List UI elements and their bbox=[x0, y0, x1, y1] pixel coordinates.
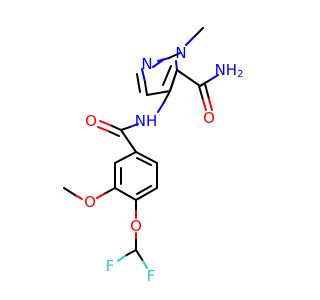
bond-n-methyl-a bbox=[185, 35, 196, 46]
bond-c-fl-b bbox=[117, 255, 126, 262]
bond-carbonyl-o-b2 bbox=[208, 98, 213, 111]
atom-nh-amide: NH bbox=[135, 112, 158, 130]
pyrazole-ring bbox=[136, 52, 181, 96]
bond-carbonyl-nh2-a bbox=[199, 79, 211, 87]
molecule-structure: N N NH2 O NH O O O F F bbox=[63, 27, 244, 285]
structure-canvas: N N NH2 O NH O O O F F bbox=[63, 27, 244, 285]
bond-co-ring bbox=[120, 129, 137, 153]
atom-o-amide-top: O bbox=[203, 109, 215, 127]
bond-c-fl-a bbox=[124, 249, 137, 257]
bond-n-n-c bbox=[152, 59, 164, 68]
bond-n-ch-a bbox=[141, 68, 146, 83]
bond-c-fr-b bbox=[142, 260, 148, 269]
bond-ar-ome-a bbox=[103, 187, 116, 195]
bond-carbonyl-o-a1 bbox=[198, 85, 204, 101]
bond-carbonyl-o-b1 bbox=[204, 83, 210, 100]
bond-ar-3 bbox=[114, 187, 137, 201]
atom-f-right: F bbox=[147, 267, 156, 285]
bond-o-me-b bbox=[63, 187, 76, 196]
bond-co-o-c bbox=[107, 130, 120, 137]
bond-c5-n1 bbox=[175, 60, 178, 71]
bond-c-fr-a bbox=[135, 249, 144, 262]
atom-o-amide-left: O bbox=[85, 112, 97, 130]
bond-nh-co-a bbox=[129, 123, 139, 128]
atom-f-left: F bbox=[106, 257, 115, 275]
bond-ar-ome-b bbox=[96, 193, 105, 199]
bond-c5-carbonyl bbox=[176, 69, 201, 87]
bond-co-o-b bbox=[99, 120, 111, 126]
bond-o-me-a bbox=[74, 194, 83, 200]
atom-n-ring-double: N bbox=[141, 55, 152, 73]
bond-co-o-a bbox=[109, 124, 122, 131]
bond-c5-c4-dup bbox=[169, 69, 178, 92]
bond-ar-inner-3 bbox=[136, 157, 152, 166]
atom-o-ether: O bbox=[130, 217, 142, 235]
benzene-ring bbox=[114, 151, 158, 201]
atom-nh2-label: NH2 bbox=[215, 61, 244, 80]
atom-o-methoxy: O bbox=[84, 193, 96, 211]
bond-n-methyl-b bbox=[194, 27, 204, 37]
bond-c4-nh-a bbox=[162, 90, 171, 105]
bond-ar-4 bbox=[135, 187, 158, 201]
bond-n-ch-inner bbox=[136, 73, 141, 93]
bond-ar-inner-2 bbox=[136, 185, 152, 195]
bond-n-n-b bbox=[168, 52, 181, 59]
bond-ch-c4 bbox=[146, 90, 171, 96]
bond-c4-c5-inner bbox=[162, 65, 172, 86]
bond-ar-1 bbox=[114, 151, 137, 164]
bond-nh-co-b bbox=[120, 126, 131, 131]
bond-carbonyl-o-a2 bbox=[202, 99, 207, 111]
bond-c4-nh-b bbox=[157, 103, 164, 113]
bond-carbonyl-nh2-b bbox=[209, 74, 219, 81]
bond-ar-6 bbox=[135, 151, 158, 164]
atom-n-ring-methyl: N bbox=[175, 44, 186, 62]
bond-co-o-d bbox=[97, 126, 109, 132]
bond-n-ch-b bbox=[144, 81, 148, 96]
